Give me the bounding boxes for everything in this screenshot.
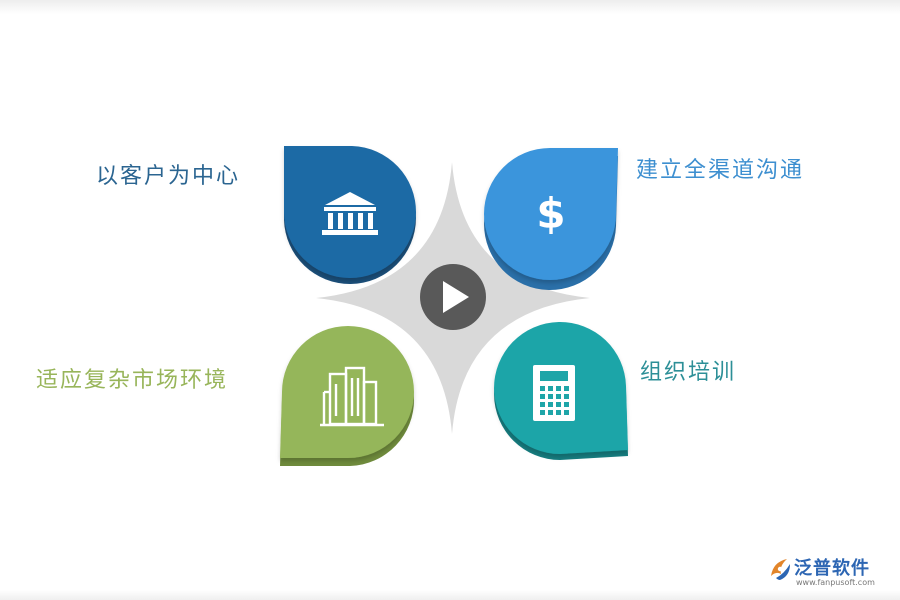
fanpu-logo[interactable]: 泛普软件 www.fanpusoft.com (768, 554, 892, 594)
calculator-icon (533, 365, 575, 421)
logo-name: 泛普软件 (794, 558, 870, 579)
petal-top-right-shape (484, 148, 618, 280)
label-organize-training: 组织培训 (640, 360, 737, 385)
label-omnichannel-communication: 建立全渠道沟通 (636, 158, 805, 183)
dollar-icon: $ (536, 189, 565, 238)
fanpu-logo-icon (771, 559, 790, 580)
petal-top-right: $ (484, 148, 618, 290)
play-icon[interactable] (420, 264, 486, 330)
top-divider (0, 0, 900, 14)
logo-url: www.fanpusoft.com (796, 578, 875, 587)
bottom-divider (0, 590, 900, 600)
label-complex-market-adaptation: 适应复杂市场环境 (36, 368, 229, 393)
petal-top-left-shape (284, 146, 416, 278)
petal-bottom-left (280, 326, 414, 466)
city-buildings-icon (320, 366, 384, 427)
petal-bottom-right (494, 322, 628, 460)
svg-text:$: $ (536, 189, 565, 238)
bank-building-icon (322, 192, 378, 235)
label-customer-centric: 以客户为中心 (96, 164, 241, 189)
petal-top-left (284, 146, 416, 284)
